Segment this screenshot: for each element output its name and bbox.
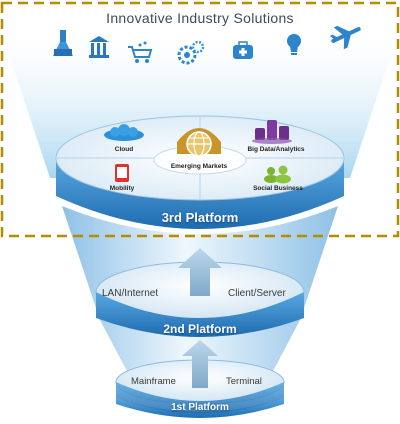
segment-cloud: Cloud bbox=[114, 146, 134, 153]
medical-kit-icon bbox=[233, 41, 253, 59]
flask-icon bbox=[53, 30, 73, 56]
people-icon bbox=[264, 165, 291, 184]
platform-2-left: LAN/Internet bbox=[102, 288, 159, 299]
platform-1-label: 1st Platform bbox=[150, 402, 250, 413]
platform-1-left: Mainframe bbox=[131, 376, 176, 387]
airplane-icon bbox=[329, 25, 361, 50]
up-arrow-2 bbox=[178, 248, 222, 296]
diagram-title: Innovative Industry Solutions bbox=[106, 10, 294, 26]
gears-icon bbox=[177, 40, 205, 65]
platform-3-label: 3rd Platform bbox=[130, 210, 270, 225]
bank-icon bbox=[89, 36, 109, 58]
lightbulb-icon bbox=[287, 34, 301, 55]
platform-3-prefix: 3rd bbox=[161, 210, 182, 225]
platform-2-label: 2nd Platform bbox=[140, 322, 260, 336]
segment-mobility: Mobility bbox=[109, 185, 135, 192]
platform-1-right: Terminal bbox=[226, 376, 262, 387]
platform-1-suffix: Platform bbox=[188, 402, 229, 413]
platform-1-prefix: 1st bbox=[171, 402, 186, 413]
mobile-phone-icon bbox=[115, 164, 129, 182]
segment-social-business: Social Business bbox=[253, 185, 303, 192]
shopping-cart-icon bbox=[128, 41, 153, 63]
bar-chart-icon bbox=[252, 120, 292, 144]
globe-icon bbox=[177, 128, 221, 157]
segment-big-data: Big Data/Analytics bbox=[247, 146, 305, 153]
platform-2-suffix: Platform bbox=[188, 322, 237, 336]
up-arrow-1 bbox=[182, 340, 218, 388]
highlight-frame bbox=[0, 1, 400, 238]
segment-emerging-markets: Emerging Markets bbox=[170, 163, 228, 170]
platform-3-suffix: Platform bbox=[185, 210, 239, 225]
cloud-icon bbox=[104, 124, 144, 141]
platform-2-right: Client/Server bbox=[228, 288, 286, 299]
platform-2-prefix: 2nd bbox=[163, 322, 185, 336]
